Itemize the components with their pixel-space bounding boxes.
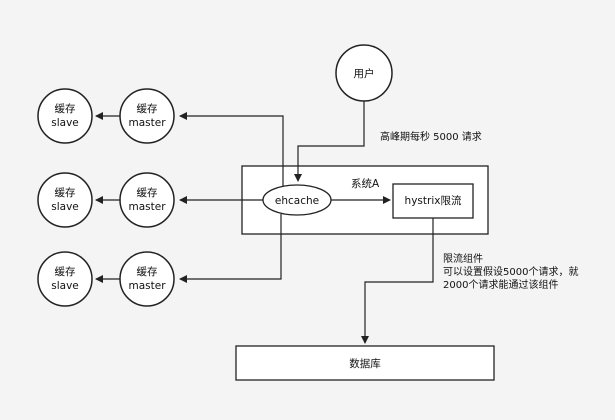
cache-master-label-1: 缓存 xyxy=(137,102,158,115)
cache-slave-label-2: slave xyxy=(51,201,79,213)
cache-slave-node xyxy=(37,251,93,307)
user-label: 用户 xyxy=(354,67,375,80)
system-a-label: 系统A xyxy=(351,177,380,190)
cache-slave-node xyxy=(37,88,93,144)
cache-group-1: 缓存 master 缓存 slave xyxy=(37,88,175,144)
cache-slave-label-1: 缓存 xyxy=(55,102,76,115)
database-label: 数据库 xyxy=(349,357,381,370)
hystrix-to-database-arrow xyxy=(361,218,434,344)
ehcache-label: ehcache xyxy=(275,195,319,207)
cache-slave-label-2: slave xyxy=(51,117,79,129)
user-to-ehcache-arrow xyxy=(294,101,365,182)
cache-master-node xyxy=(119,88,175,144)
rate-limit-note-line3: 2000个请求能通过该组件 xyxy=(443,278,558,291)
rate-limit-note-line2: 可以设置假设5000个请求，就 xyxy=(443,265,578,278)
cache-master-label-1: 缓存 xyxy=(137,186,158,199)
cache-group-2: 缓存 master 缓存 slave xyxy=(37,172,175,228)
cache-master-label-2: master xyxy=(128,280,166,292)
cache-master-node xyxy=(119,172,175,228)
cache-master-node xyxy=(119,251,175,307)
ehcache-to-master-3-arrow xyxy=(179,214,282,283)
cache-master-label-1: 缓存 xyxy=(137,265,158,278)
hystrix-label: hystrix限流 xyxy=(405,194,462,207)
cache-slave-label-1: 缓存 xyxy=(55,265,76,278)
request-note: 高峰期每秒 5000 请求 xyxy=(380,130,482,143)
hystrix-box xyxy=(392,183,474,219)
cache-master-label-2: master xyxy=(128,117,166,129)
cache-slave-node xyxy=(37,172,93,228)
cache-slave-label-2: slave xyxy=(51,280,79,292)
database-box xyxy=(235,345,495,381)
ehcache-to-master-1-arrow xyxy=(179,112,284,186)
cache-group-3: 缓存 master 缓存 slave xyxy=(37,251,175,307)
cache-master-label-2: master xyxy=(128,201,166,213)
rate-limit-note-line1: 限流组件 xyxy=(443,252,483,265)
cache-slave-label-1: 缓存 xyxy=(55,186,76,199)
